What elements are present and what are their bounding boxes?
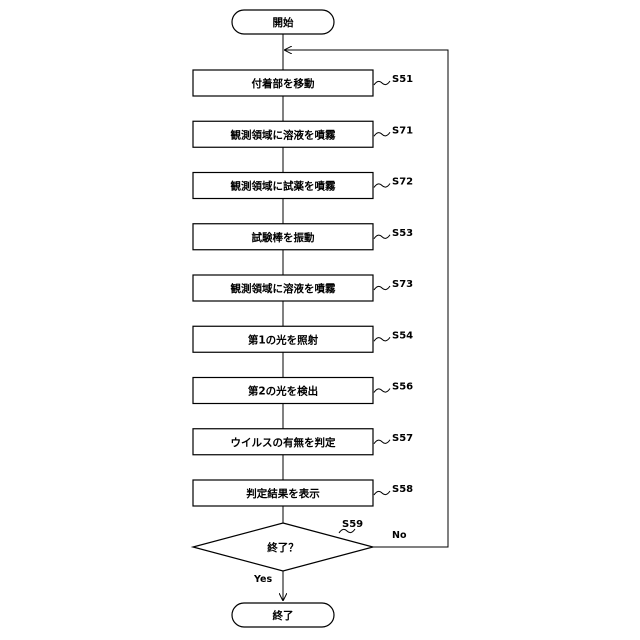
decision-label: 終了？ xyxy=(267,541,299,554)
step-id-leader xyxy=(374,235,390,239)
process-step-label: ウイルスの有無を判定 xyxy=(231,436,336,449)
process-step: 観測領域に溶液を噴霧 S73 xyxy=(193,275,413,301)
process-step-label: 観測領域に溶液を噴霧 xyxy=(231,282,336,295)
step-id-leader xyxy=(374,132,390,136)
process-steps: 付着部を移動 S51 観測領域に溶液を噴霧 S71 観測領域に試薬を噴霧 S72 試験棒を振… xyxy=(193,70,413,506)
decision-node: 終了？ S59 xyxy=(193,519,373,571)
process-step-label: 第2の光を検出 xyxy=(248,385,318,398)
step-id-leader xyxy=(374,286,390,290)
process-step-label: 判定結果を表示 xyxy=(246,487,320,500)
process-step: 第1の光を照射 S54 xyxy=(193,326,413,352)
step-id-leader xyxy=(374,389,390,393)
process-step: 判定結果を表示 S58 xyxy=(193,480,413,506)
process-step: 観測領域に試薬を噴霧 S72 xyxy=(193,173,413,199)
process-step-label: 第1の光を照射 xyxy=(248,333,319,346)
process-step: 試験棒を振動 S53 xyxy=(193,224,413,250)
process-step: 観測領域に溶液を噴霧 S71 xyxy=(193,121,413,147)
end-terminal: 終了 xyxy=(232,603,334,627)
step-id: S58 xyxy=(392,484,413,495)
step-id: S53 xyxy=(392,228,413,239)
process-step: 付着部を移動 S51 xyxy=(193,70,413,96)
step-id-leader xyxy=(374,81,390,85)
process-step: ウイルスの有無を判定 S57 xyxy=(193,429,413,455)
step-id: S51 xyxy=(392,74,413,85)
step-id: S71 xyxy=(392,125,413,136)
step-id: S54 xyxy=(392,330,413,341)
start-terminal: 開始 xyxy=(232,10,334,34)
no-label: No xyxy=(392,530,407,541)
step-id: S57 xyxy=(392,433,413,444)
step-id: S72 xyxy=(392,177,413,188)
step-id: S56 xyxy=(392,382,413,393)
step-id-leader xyxy=(374,491,390,495)
step-id-leader xyxy=(374,184,390,188)
step-id: S73 xyxy=(392,279,413,290)
end-terminal-label: 終了 xyxy=(273,609,294,622)
step-id-leader xyxy=(374,337,390,341)
process-step-label: 試験棒を振動 xyxy=(252,231,315,244)
process-step: 第2の光を検出 S56 xyxy=(193,378,413,404)
process-step-label: 付着部を移動 xyxy=(252,77,315,90)
yes-label: Yes xyxy=(253,574,272,585)
decision-id: S59 xyxy=(342,519,363,530)
process-step-label: 観測領域に溶液を噴霧 xyxy=(231,128,336,141)
step-id-leader xyxy=(374,440,390,444)
start-terminal-label: 開始 xyxy=(273,16,294,29)
process-step-label: 観測領域に試薬を噴霧 xyxy=(231,180,336,193)
